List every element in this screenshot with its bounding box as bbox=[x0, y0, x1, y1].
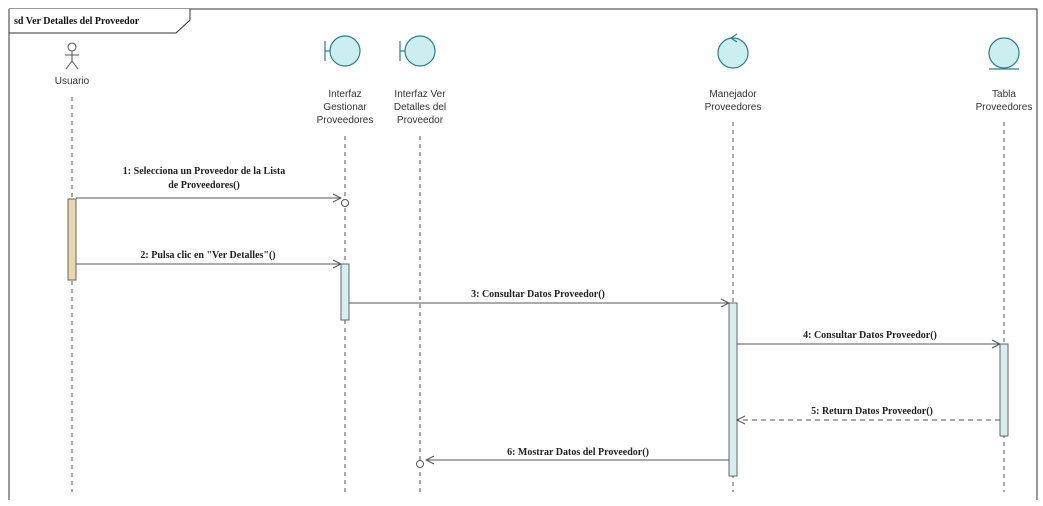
activation-bar-manejador bbox=[728, 302, 738, 477]
activation-bar-interfaz-gestionar bbox=[340, 263, 350, 321]
participant-interfaz-ver: Interfaz Ver Detalles del Proveedor bbox=[394, 35, 446, 126]
participant-label: Manejador bbox=[709, 89, 757, 100]
message-label: 5: Return Datos Proveedor() bbox=[811, 406, 933, 417]
entity-icon bbox=[988, 37, 1020, 70]
message-endpoint bbox=[341, 199, 349, 207]
message-label: 1: Selecciona un Proveedor de la Lista bbox=[123, 166, 285, 177]
message-4: 4: Consultar Datos Proveedor() bbox=[737, 330, 1000, 344]
participant-label: Interfaz Ver bbox=[394, 89, 446, 100]
participant-manejador: Manejador Proveedores bbox=[705, 33, 762, 113]
message-1: 1: Selecciona un Proveedor de la Lista d… bbox=[76, 166, 349, 207]
message-label: 3: Consultar Datos Proveedor() bbox=[471, 289, 605, 300]
control-icon bbox=[717, 33, 749, 69]
boundary-icon bbox=[324, 35, 361, 67]
participant-label: Tabla bbox=[992, 89, 1016, 100]
diagram-frame: sd Ver Detalles del Proveedor bbox=[8, 8, 1038, 500]
message-endpoint bbox=[416, 460, 424, 468]
message-3: 3: Consultar Datos Proveedor() bbox=[349, 289, 729, 303]
participant-label: Proveedores bbox=[705, 102, 762, 113]
diagram-title: sd Ver Detalles del Proveedor bbox=[14, 16, 140, 27]
participant-label: Gestionar bbox=[323, 102, 367, 113]
message-5: 5: Return Datos Proveedor() bbox=[737, 406, 1000, 420]
participant-label: Proveedores bbox=[976, 102, 1033, 113]
actor-icon bbox=[65, 42, 79, 70]
participant-label: Detalles del bbox=[394, 102, 446, 113]
participant-label: Proveedor bbox=[397, 115, 444, 126]
participant-label: Usuario bbox=[55, 76, 90, 87]
activation-bar-tabla bbox=[999, 343, 1009, 437]
activation-bar-usuario bbox=[67, 198, 77, 281]
message-label: 4: Consultar Datos Proveedor() bbox=[803, 330, 937, 341]
message-label: de Proveedores() bbox=[168, 180, 240, 191]
message-label: 6: Mostrar Datos del Proveedor() bbox=[507, 447, 649, 458]
participant-label: Proveedores bbox=[317, 115, 374, 126]
boundary-icon bbox=[399, 35, 436, 67]
activations bbox=[67, 198, 1009, 477]
participant-label: Interfaz bbox=[328, 89, 361, 100]
participant-tabla: Tabla Proveedores bbox=[976, 37, 1033, 113]
participant-usuario: Usuario bbox=[55, 42, 90, 87]
message-2: 2: Pulsa clic en "Ver Detalles"() bbox=[76, 250, 341, 264]
message-6: 6: Mostrar Datos del Proveedor() bbox=[416, 447, 729, 468]
participant-interfaz-gestionar: Interfaz Gestionar Proveedores bbox=[317, 35, 374, 126]
message-label: 2: Pulsa clic en "Ver Detalles"() bbox=[140, 250, 275, 261]
